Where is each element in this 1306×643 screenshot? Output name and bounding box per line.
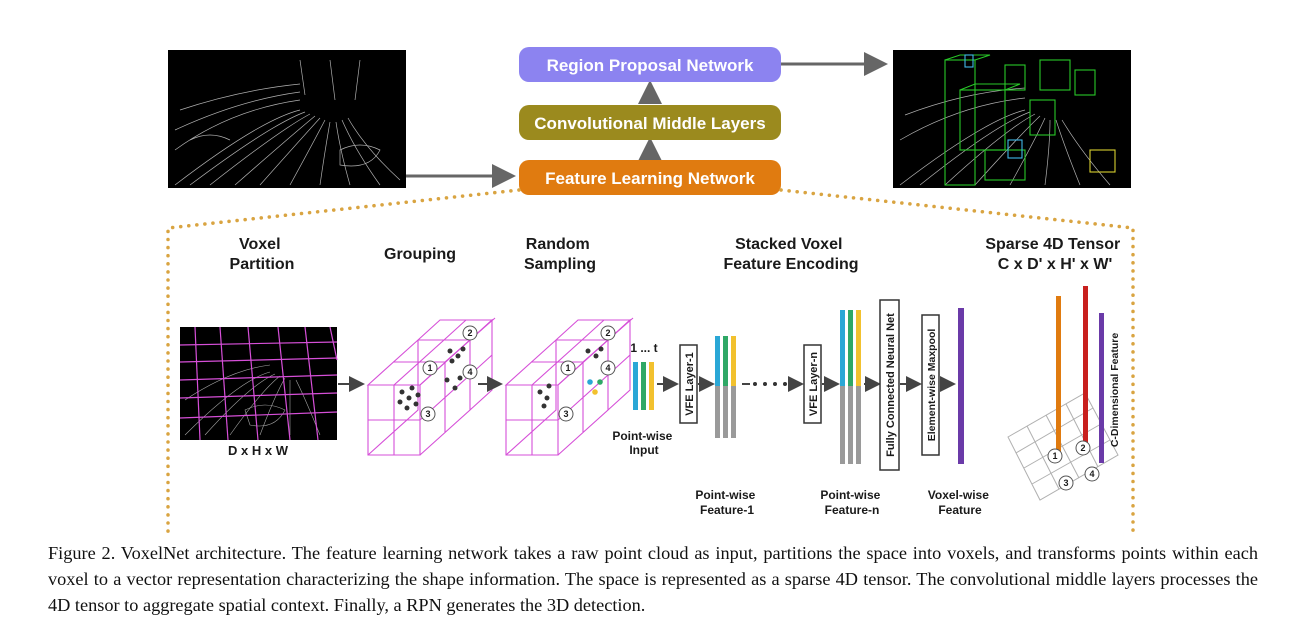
tensor-bar-red — [1083, 286, 1088, 446]
random-sampling-title: Random Sampling — [524, 236, 596, 273]
fln-box: Feature Learning Network — [519, 160, 781, 195]
grouping-voxel-grid: 1 2 3 4 — [366, 317, 496, 456]
maxpool-label: Element-wise Maxpool — [926, 329, 938, 442]
svfe-title: Stacked Voxel Feature Encoding — [723, 236, 858, 273]
cml-label: Convolutional Middle Layers — [534, 114, 765, 133]
voxel-id-1: 1 — [427, 363, 432, 373]
fcn-label: Fully Connected Neural Net — [885, 313, 897, 457]
c-dim-feature-label: C-Dimensional Feature — [1109, 333, 1121, 448]
voxel-id-4: 4 — [467, 367, 472, 377]
voxel-id-3: 3 — [1063, 478, 1068, 488]
rpn-label: Region Proposal Network — [547, 56, 754, 75]
output-detection-image — [893, 50, 1131, 188]
voxelwise-feature-bar — [958, 308, 964, 464]
sparse-tensor-grid: 1 2 3 4 C-Dimensional Feature — [1007, 286, 1121, 501]
figure-caption: Figure 2. VoxelNet architecture. The fea… — [48, 543, 1258, 615]
voxelwise-feature-label: Voxel-wise Feature — [928, 488, 992, 517]
cml-box: Convolutional Middle Layers — [519, 105, 781, 140]
grouping-title: Grouping — [384, 246, 456, 263]
vfe-layer-n-box: VFE Layer-n — [803, 344, 822, 424]
voxel-id-1: 1 — [565, 363, 570, 373]
voxel-id-3: 3 — [425, 409, 430, 419]
voxel-id-4: 4 — [605, 363, 610, 373]
dxhxw-label: D x H x W — [228, 443, 289, 458]
layer-continuation-dots — [753, 382, 787, 386]
tensor-bar-purple — [1099, 313, 1104, 463]
fcn-box: Fully Connected Neural Net — [879, 299, 900, 471]
voxel-id-2: 2 — [467, 328, 472, 338]
tensor-bar-orange — [1056, 296, 1061, 456]
sampling-voxel-grid: 1 2 3 4 — [504, 317, 634, 456]
voxel-id-2: 2 — [1080, 443, 1085, 453]
vfe-layer-1-label: VFE Layer-1 — [684, 352, 696, 416]
rpn-box: Region Proposal Network — [519, 47, 781, 82]
voxel-id-2: 2 — [605, 328, 610, 338]
input-point-cloud-image — [168, 50, 406, 188]
pointwise-input-bars — [633, 362, 654, 410]
maxpool-box: Element-wise Maxpool — [921, 314, 940, 456]
fln-detail-border — [166, 188, 1135, 535]
voxel-id-3: 3 — [563, 409, 568, 419]
voxel-id-4: 4 — [1089, 469, 1094, 479]
pointwise-feature-1-label: Point-wise Feature-1 — [695, 488, 758, 517]
pointwise-feature-n-label: Point-wise Feature-n — [820, 488, 883, 517]
vfe-layer-n-label: VFE Layer-n — [808, 352, 820, 416]
vfe-layer-1-box: VFE Layer-1 — [679, 344, 698, 424]
pointwise-feature-1-bars — [715, 336, 736, 438]
voxel-partition-title: Voxel Partition — [230, 236, 295, 273]
voxelnet-architecture-diagram: Region Proposal Network Convolutional Mi… — [166, 47, 1135, 535]
sparse-tensor-title: Sparse 4D Tensor C x D' x H' x W' — [985, 236, 1124, 273]
pointwise-input-label: Point-wise Input — [612, 429, 675, 457]
one-to-t-label: 1 ... t — [630, 341, 657, 355]
voxel-partition-image: D x H x W — [179, 326, 338, 458]
fln-label: Feature Learning Network — [545, 169, 755, 188]
voxel-id-1: 1 — [1052, 451, 1057, 461]
pointwise-feature-n-bars — [840, 310, 861, 464]
